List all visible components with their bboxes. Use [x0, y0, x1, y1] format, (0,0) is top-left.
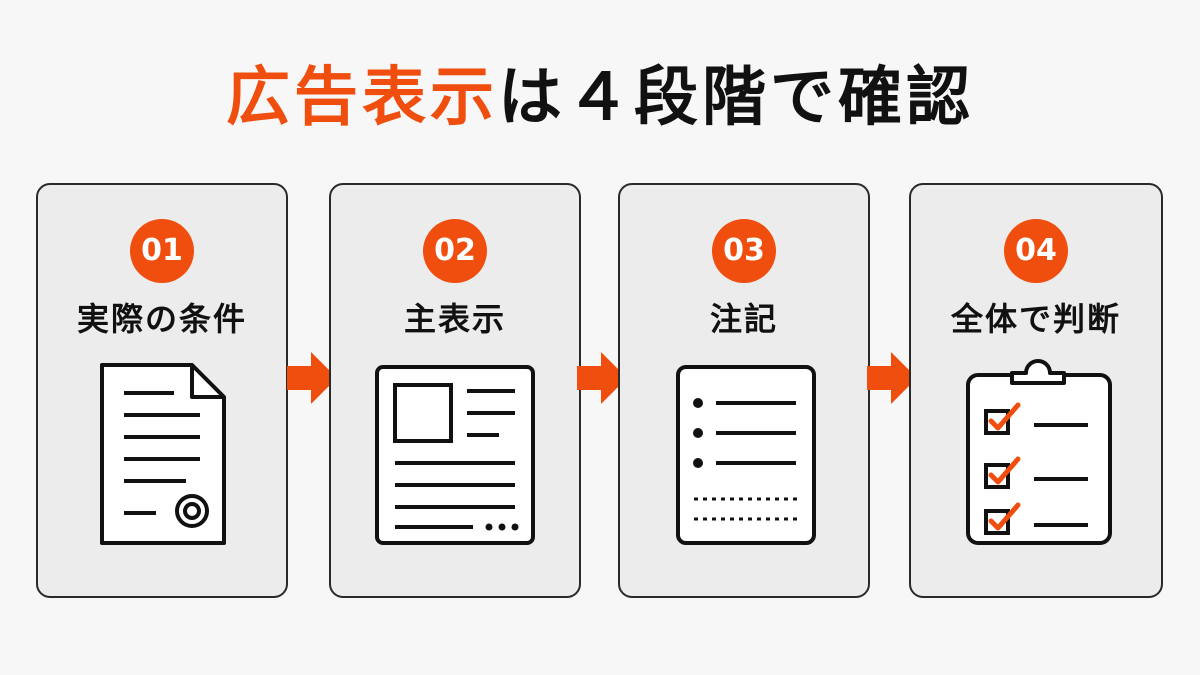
step-label: 注記	[709, 300, 778, 338]
bullet-list-notes-icon	[676, 365, 816, 545]
title-highlight: 広告表示	[226, 61, 498, 135]
page-title: 広告表示は４段階で確認	[0, 58, 1200, 138]
contract-document-icon	[100, 363, 226, 545]
layout-page-icon	[375, 365, 535, 545]
step-card-1: 01 実際の条件	[36, 183, 288, 598]
arrow-right-icon	[867, 352, 917, 404]
step-label: 主表示	[403, 300, 506, 338]
step-number-badge: 03	[712, 219, 776, 283]
step-number-badge: 01	[130, 219, 194, 283]
title-rest: は４段階で確認	[498, 61, 974, 135]
step-number-badge: 04	[1004, 219, 1068, 283]
step-number-badge: 02	[423, 219, 487, 283]
step-card-2: 02 主表示	[329, 183, 581, 598]
step-label: 実際の条件	[76, 300, 247, 338]
arrow-right-icon	[287, 352, 337, 404]
step-label: 全体で判断	[950, 300, 1121, 338]
arrow-right-icon	[577, 352, 627, 404]
checklist-clipboard-icon	[966, 359, 1112, 545]
step-card-4: 04 全体で判断	[909, 183, 1163, 598]
step-card-3: 03 注記	[618, 183, 870, 598]
